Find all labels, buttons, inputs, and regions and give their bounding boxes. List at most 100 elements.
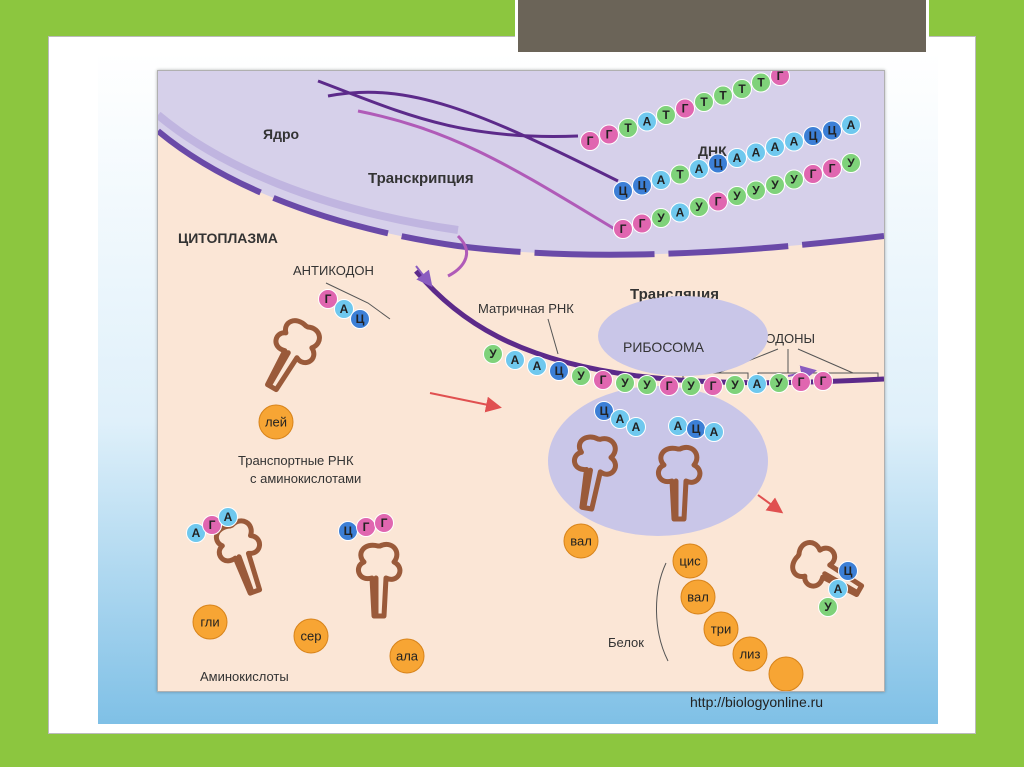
- svg-text:А: А: [753, 377, 762, 391]
- svg-text:У: У: [695, 200, 703, 214]
- amino-acid-gli: гли: [193, 605, 227, 639]
- svg-text:Г: Г: [606, 128, 613, 142]
- svg-text:У: У: [775, 376, 783, 390]
- amino-acid-ser: сер: [294, 619, 328, 653]
- svg-text:Ц: Ц: [809, 129, 818, 143]
- amino-acid-next: [769, 657, 803, 691]
- svg-text:Ц: Ц: [844, 564, 853, 578]
- svg-text:У: У: [752, 184, 760, 198]
- svg-text:Т: Т: [624, 121, 632, 135]
- dna-middle-nucleotide-0: Ц: [614, 182, 633, 201]
- rna-nucleotide-4: У: [690, 198, 709, 217]
- svg-text:А: А: [695, 162, 704, 176]
- svg-text:Т: Т: [757, 76, 765, 90]
- dna-top-nucleotide-6: Т: [695, 93, 714, 112]
- svg-text:Г: Г: [715, 195, 722, 209]
- svg-text:У: У: [824, 600, 832, 614]
- svg-text:Т: Т: [676, 168, 684, 182]
- svg-text:Г: Г: [798, 375, 805, 389]
- cytoplasm-label: ЦИТОПЛАЗМА: [178, 230, 278, 246]
- svg-text:У: У: [731, 378, 739, 392]
- svg-text:Ц: Ц: [638, 179, 647, 193]
- svg-text:Т: Т: [719, 89, 727, 103]
- mrna-nucleotide-2: А: [528, 357, 547, 376]
- dna-middle-nucleotide-6: А: [728, 149, 747, 168]
- svg-text:А: А: [790, 135, 799, 149]
- svg-text:А: А: [676, 206, 685, 220]
- rna-nucleotide-1: Г: [633, 214, 652, 233]
- svg-text:Ц: Ц: [555, 364, 564, 378]
- protein-synthesis-diagram: Ядро ДНК Транскрипция ЦИТОПЛАЗМА АНТИКОД…: [157, 70, 885, 692]
- mrna-nucleotide-6: У: [616, 374, 635, 393]
- svg-text:У: У: [657, 211, 665, 225]
- dna-top-nucleotide-0: Г: [581, 132, 600, 151]
- diagram-canvas: Ядро ДНК Транскрипция ЦИТОПЛАЗМА АНТИКОД…: [158, 71, 884, 691]
- svg-text:лей: лей: [265, 415, 287, 430]
- anticodon-lei-2: Ц: [351, 310, 370, 329]
- svg-text:Т: Т: [662, 108, 670, 122]
- mrna-nucleotide-4: У: [572, 367, 591, 386]
- anticodon-cis-1: Ц: [687, 420, 706, 439]
- svg-text:А: А: [224, 510, 233, 524]
- svg-text:Г: Г: [209, 518, 216, 532]
- dna-top-nucleotide-4: Т: [657, 106, 676, 125]
- amino-acid-tri: три: [704, 612, 738, 646]
- rna-nucleotide-0: Г: [614, 220, 633, 239]
- dna-middle-nucleotide-11: Ц: [823, 121, 842, 140]
- svg-text:А: А: [511, 353, 520, 367]
- amino-acid-ala: ала: [390, 639, 424, 673]
- mrna-nucleotide-14: Г: [792, 373, 811, 392]
- rna-nucleotide-11: Г: [823, 159, 842, 178]
- svg-text:Ц: Ц: [600, 404, 609, 418]
- svg-text:Т: Т: [700, 95, 708, 109]
- svg-text:А: А: [752, 146, 761, 160]
- dna-middle-nucleotide-5: Ц: [709, 154, 728, 173]
- title-bar-decoration: [515, 0, 929, 52]
- svg-text:Г: Г: [710, 379, 717, 393]
- svg-text:Г: Г: [363, 520, 370, 534]
- mrna-nucleotide-3: Ц: [550, 362, 569, 381]
- dna-top-nucleotide-2: Т: [619, 119, 638, 138]
- svg-text:А: А: [834, 582, 843, 596]
- svg-text:цис: цис: [679, 554, 701, 569]
- svg-text:Г: Г: [325, 292, 332, 306]
- svg-text:Г: Г: [639, 217, 646, 231]
- svg-text:лиз: лиз: [740, 647, 761, 662]
- svg-text:А: А: [192, 526, 201, 540]
- svg-text:А: А: [771, 140, 780, 154]
- mrna-label: Матричная РНК: [478, 301, 574, 316]
- svg-text:Г: Г: [777, 71, 784, 83]
- svg-text:А: А: [616, 412, 625, 426]
- ribosome-large-subunit: [548, 386, 768, 536]
- amino-acid-liz: лиз: [733, 637, 767, 671]
- anticodon-gli-2: А: [219, 508, 238, 527]
- mrna-nucleotide-7: У: [638, 376, 657, 395]
- svg-text:У: У: [577, 369, 585, 383]
- svg-text:У: У: [643, 378, 651, 392]
- svg-text:ала: ала: [396, 649, 419, 664]
- svg-text:А: А: [733, 151, 742, 165]
- dna-middle-nucleotide-3: Т: [671, 165, 690, 184]
- svg-text:У: У: [489, 347, 497, 361]
- svg-text:Ц: Ц: [828, 124, 837, 138]
- svg-text:Г: Г: [587, 134, 594, 148]
- dna-middle-nucleotide-8: А: [766, 138, 785, 157]
- transcription-label: Транскрипция: [368, 170, 474, 187]
- anticodon-leaving-1: А: [829, 580, 848, 599]
- rna-nucleotide-5: Г: [709, 192, 728, 211]
- svg-text:У: У: [790, 173, 798, 187]
- source-url: http://biologyonline.ru: [690, 694, 823, 710]
- svg-text:У: У: [621, 376, 629, 390]
- ribosome-small-subunit: [598, 296, 768, 376]
- dna-top-nucleotide-9: Т: [752, 73, 771, 92]
- anticodon-cis-2: А: [705, 423, 724, 442]
- rna-nucleotide-6: У: [728, 187, 747, 206]
- svg-text:вал: вал: [687, 590, 709, 605]
- dna-top-nucleotide-8: Т: [733, 80, 752, 99]
- trna-label-line1: Транспортные РНК: [238, 453, 354, 468]
- mrna-nucleotide-10: Г: [704, 377, 723, 396]
- mrna-nucleotide-9: У: [682, 377, 701, 396]
- protein-label: Белок: [608, 635, 644, 650]
- svg-text:Ц: Ц: [356, 312, 365, 326]
- rna-nucleotide-12: У: [842, 154, 861, 173]
